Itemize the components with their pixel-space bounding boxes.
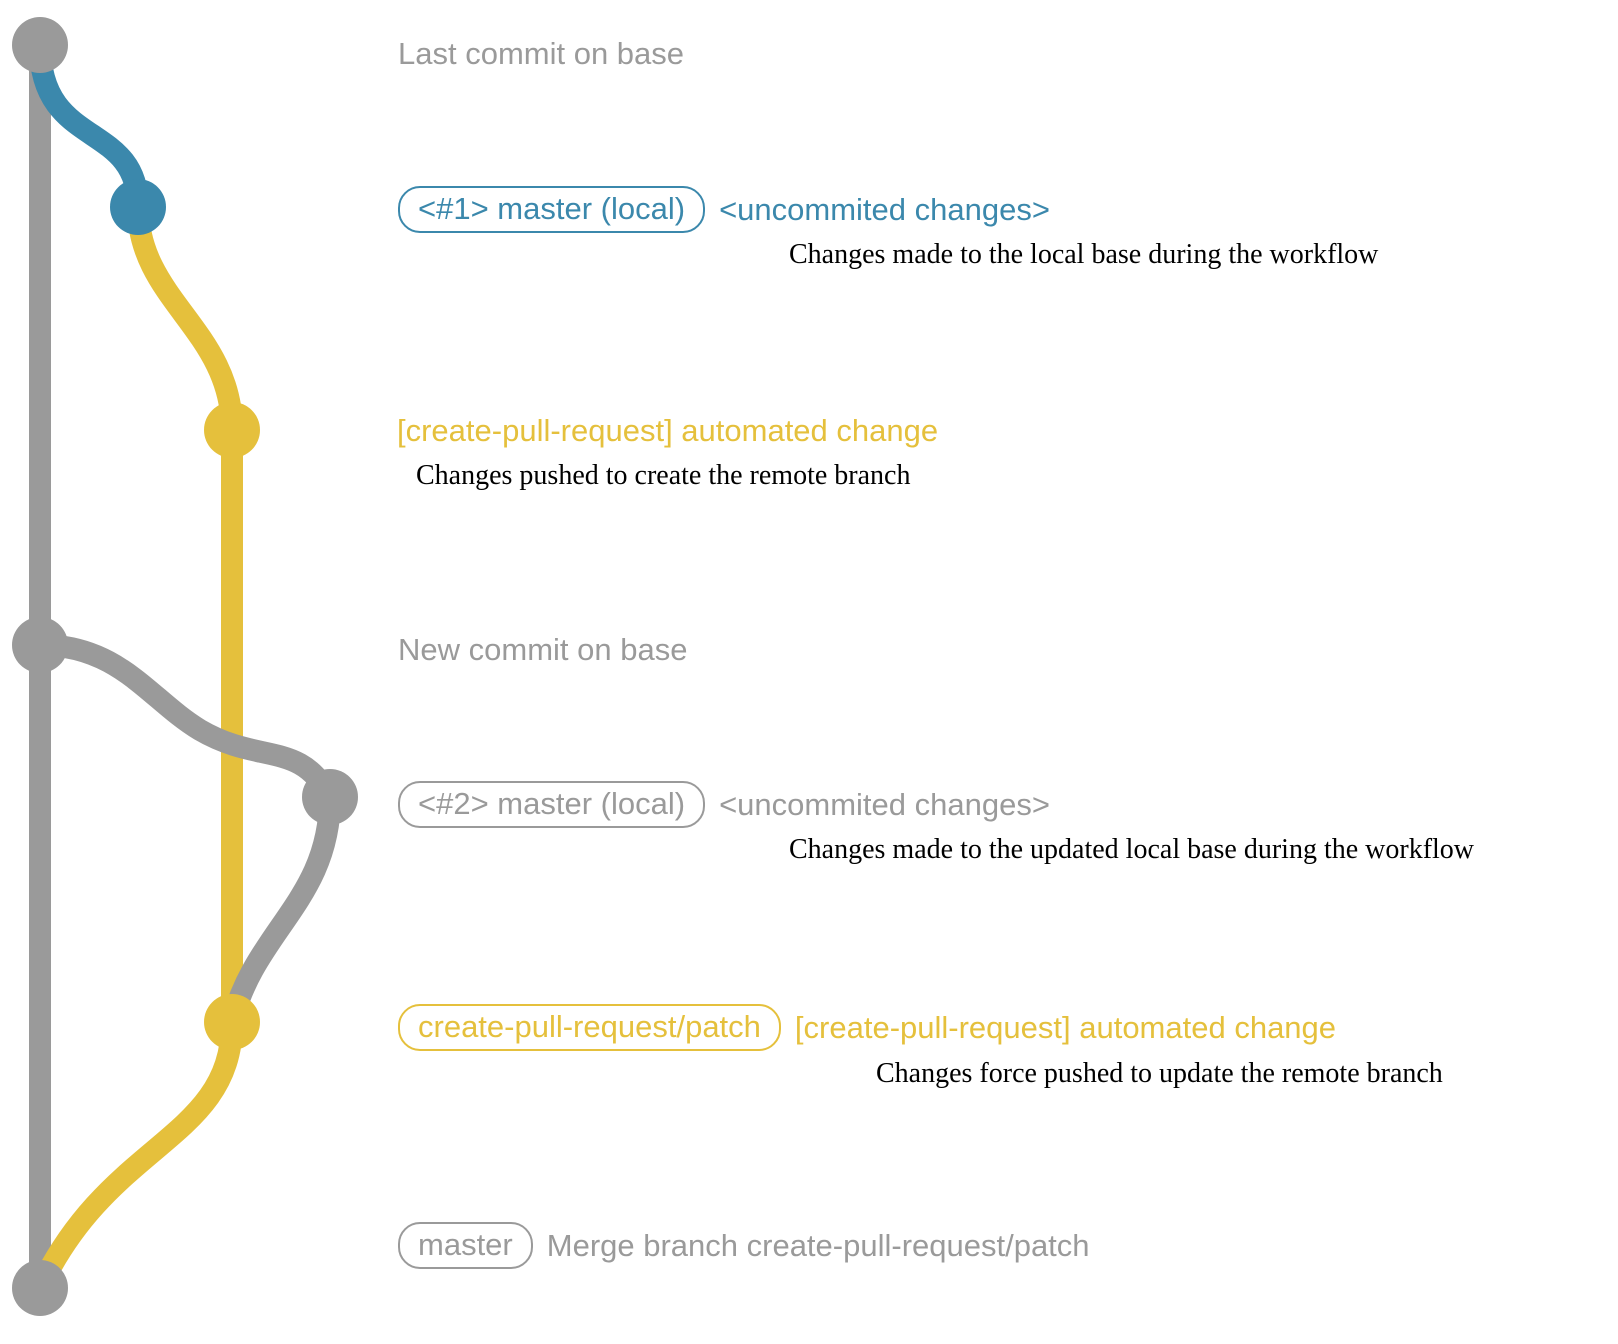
edge-local-1-to-patch-1 (127, 196, 243, 441)
commit-graph (12, 17, 358, 1316)
commit-row-patch-2: create-pull-request/patch [create-pull-r… (398, 1004, 1336, 1051)
node-merge-master (12, 1260, 68, 1316)
ref-badge-master-local-1[interactable]: <#1> master (local) (398, 186, 706, 233)
commit-description-patch-1: Changes pushed to create the remote bran… (416, 460, 911, 491)
commit-label-new-commit-on-base: New commit on base (398, 632, 688, 667)
node-new-commit-on-base (12, 617, 68, 673)
edge-base-to-local-1 (29, 34, 149, 218)
node-local-2 (302, 769, 358, 825)
edge-local-2-to-patch-2 (221, 786, 341, 1033)
commit-subject-patch-2: [create-pull-request] automated change (794, 1010, 1337, 1045)
ref-badge-master-local-2[interactable]: <#2> master (local) (398, 781, 706, 828)
ref-badge-create-pull-request-patch[interactable]: create-pull-request/patch (398, 1004, 781, 1051)
commit-label-last-commit-on-base: Last commit on base (398, 36, 685, 71)
commit-subject-local-2: <uncommited changes> (719, 787, 1050, 822)
commit-subject-merge-master: Merge branch create-pull-request/patch (546, 1228, 1090, 1263)
edge-base-to-local-2 (29, 634, 341, 808)
commit-subject-local-1: <uncommited changes> (719, 192, 1050, 227)
node-patch-2 (204, 994, 260, 1050)
commit-row-merge-master: master Merge branch create-pull-request/… (398, 1222, 1090, 1269)
commit-row-local-2: <#2> master (local) <uncommited changes> (398, 781, 1050, 828)
ref-badge-master[interactable]: master (398, 1222, 533, 1269)
commit-description-patch-2: Changes force pushed to update the remot… (876, 1058, 1443, 1089)
commit-description-local-2: Changes made to the updated local base d… (789, 834, 1475, 865)
node-local-1 (110, 179, 166, 235)
commit-label-patch-1: [create-pull-request] automated change (397, 413, 939, 448)
node-last-commit-on-base (12, 17, 68, 73)
commit-description-local-1: Changes made to the local base during th… (789, 239, 1379, 270)
edge-patch-2-to-merge (29, 1011, 243, 1299)
commit-row-local-1: <#1> master (local) <uncommited changes> (398, 186, 1050, 233)
node-patch-1 (204, 402, 260, 458)
